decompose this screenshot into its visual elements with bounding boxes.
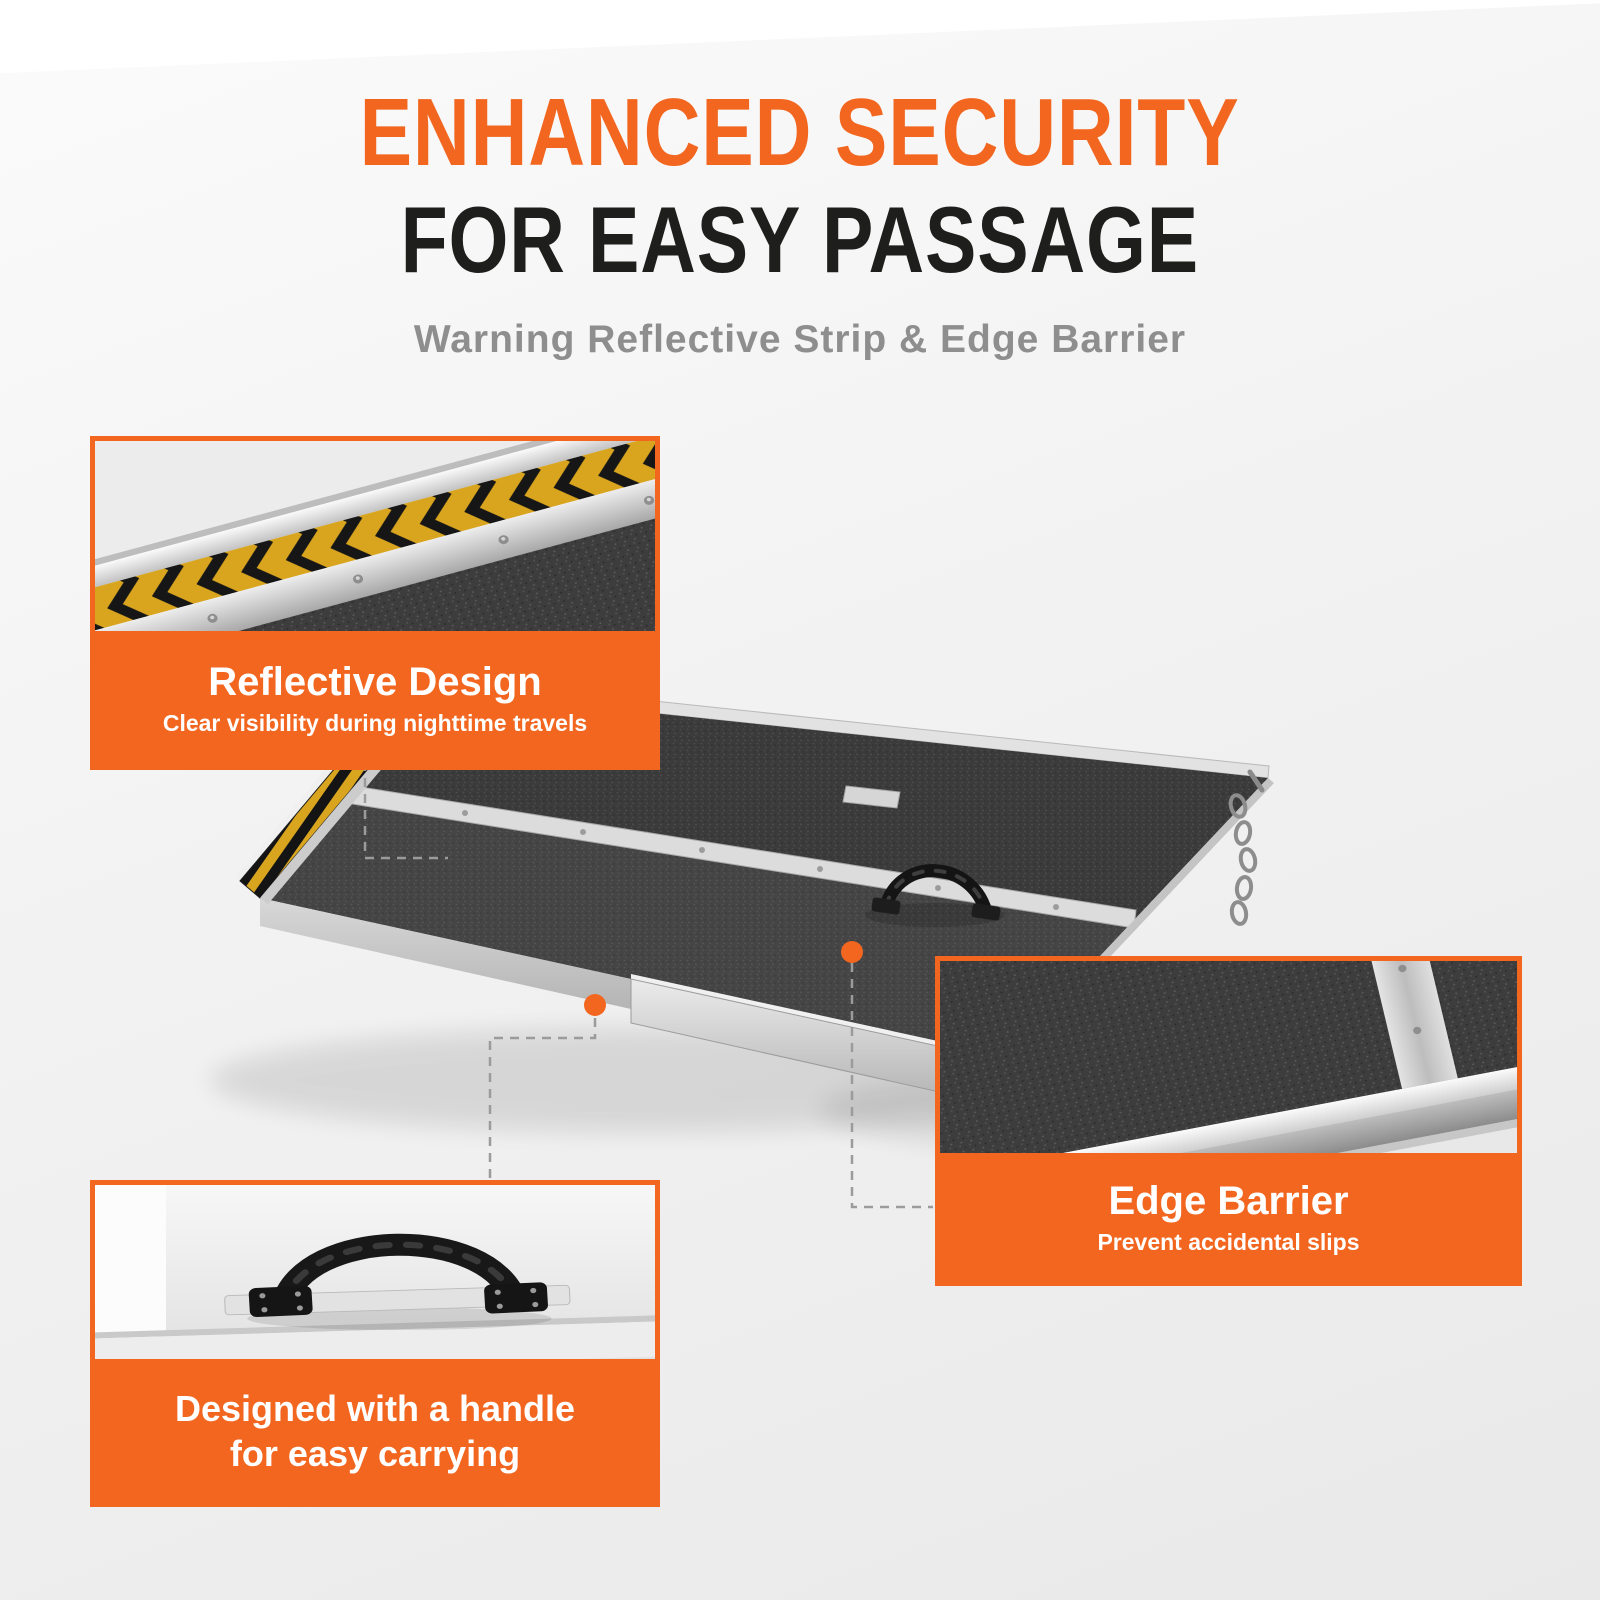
edge-barrier-closeup-photo — [940, 961, 1517, 1153]
subtitle: Warning Reflective Strip & Edge Barrier — [413, 317, 1187, 361]
callout-edge-barrier: Edge Barrier Prevent accidental slips — [935, 956, 1522, 1286]
reflective-design-title: Reflective Design — [208, 659, 542, 704]
carry-handle-banner: Designed with a handle for easy carrying — [95, 1359, 655, 1502]
reflective-strip-closeup-photo — [95, 441, 655, 631]
reflective-design-banner: Reflective Design Clear visibility durin… — [95, 631, 655, 765]
carry-handle-title: Designed with a handle for easy carrying — [174, 1387, 576, 1474]
callout-reflective-design: Reflective Design Clear visibility durin… — [90, 436, 660, 770]
header: ENHANCED SECURITY FOR EASY PASSAGE Warni… — [0, 84, 1600, 362]
title-line1: ENHANCED SECURITY — [360, 79, 1240, 186]
callout-carry-handle: Designed with a handle for easy carrying — [90, 1180, 660, 1507]
title-line2: FOR EASY PASSAGE — [400, 186, 1200, 292]
edge-barrier-title: Edge Barrier — [1108, 1178, 1349, 1223]
edge-barrier-banner: Edge Barrier Prevent accidental slips — [940, 1153, 1517, 1281]
reflective-design-subtitle: Clear visibility during nighttime travel… — [162, 709, 588, 736]
carry-handle-closeup-photo — [95, 1185, 655, 1359]
edge-barrier-subtitle: Prevent accidental slips — [1097, 1228, 1360, 1255]
